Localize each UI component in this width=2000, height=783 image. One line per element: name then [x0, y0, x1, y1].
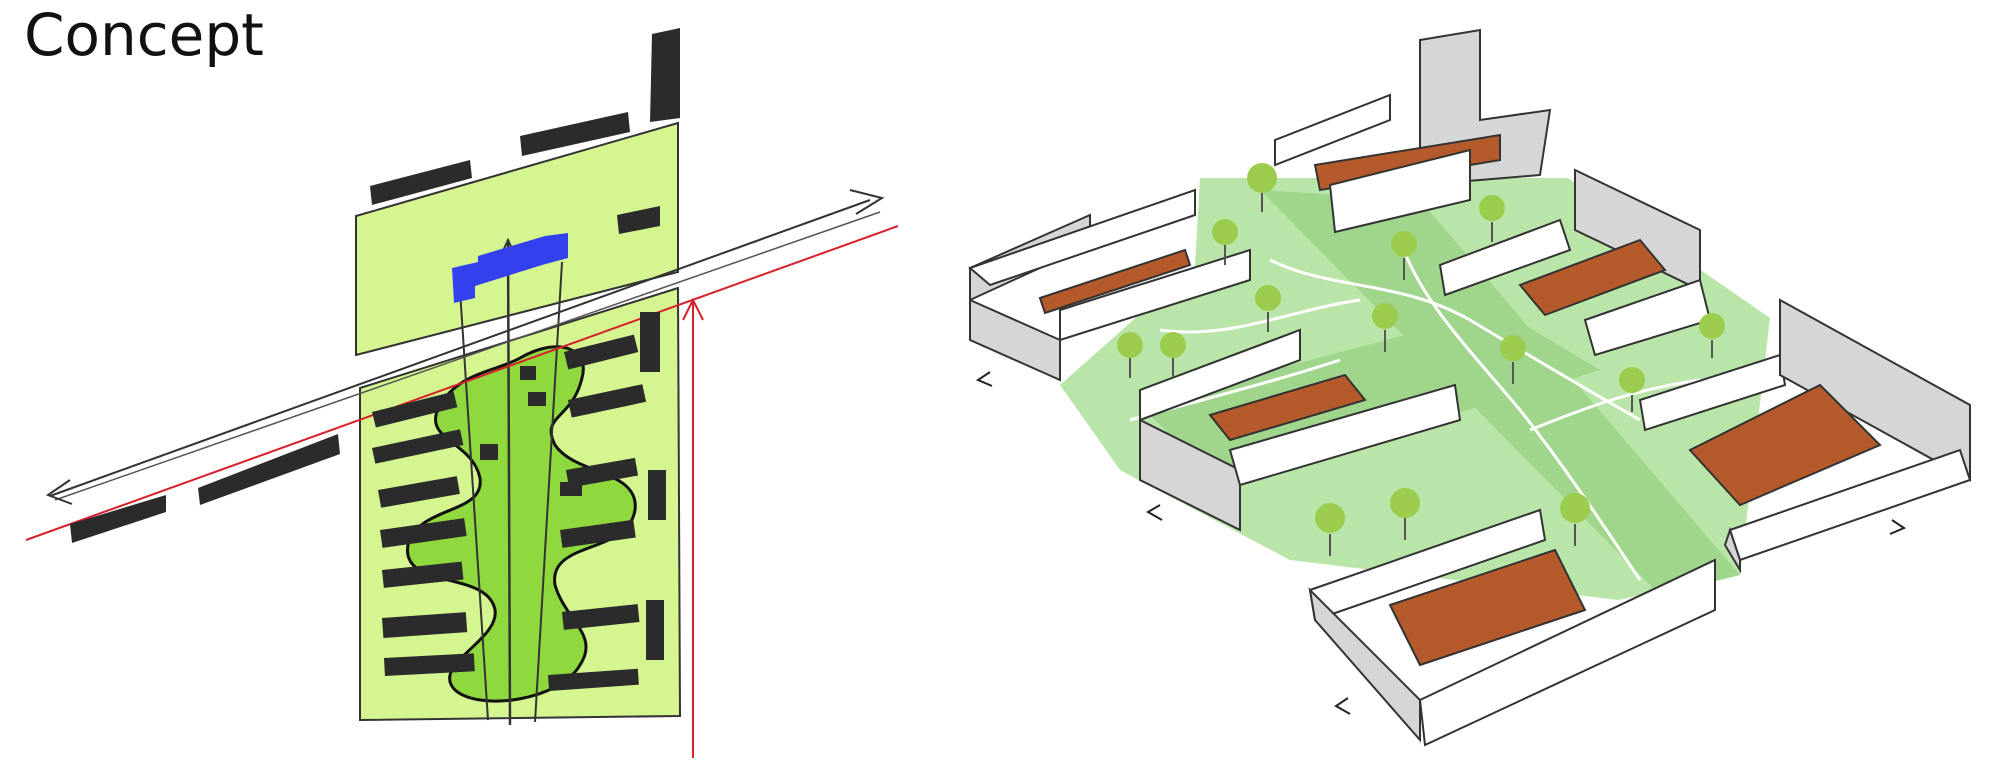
- green-corridor: [406, 345, 637, 703]
- tree-icon: [1699, 313, 1725, 358]
- tree-icon: [1479, 195, 1505, 242]
- tree-icon: [1500, 335, 1526, 384]
- building-block-e: [1438, 168, 1712, 357]
- axis-line: [506, 239, 512, 726]
- page-title: Concept: [24, 1, 264, 69]
- tree-icon: [1315, 503, 1345, 556]
- landmark-block: [452, 233, 568, 303]
- view-cone-icon: [1146, 504, 1163, 521]
- view-cone-icon: [975, 371, 993, 387]
- building-block-n: [1274, 28, 1552, 234]
- tree-icon: [1255, 285, 1281, 332]
- tree-icon: [1390, 488, 1420, 540]
- tree-icon: [1117, 332, 1143, 378]
- red-arrow-icon: [682, 297, 704, 321]
- building-block-se: [1638, 298, 1972, 574]
- existing-buildings: [70, 28, 680, 543]
- view-cone-icon: [1889, 519, 1907, 535]
- tree-icon: [1372, 303, 1398, 352]
- road-arrow-icon: [45, 479, 73, 505]
- tree-icon: [1391, 231, 1417, 280]
- tree-icon: [1212, 219, 1238, 265]
- tree-icon: [1247, 163, 1277, 212]
- corridor-pavilions: [480, 366, 582, 496]
- axonometric-view: [968, 28, 1972, 747]
- building-block-s: [1308, 508, 1716, 747]
- building-block-nw: [968, 188, 1251, 382]
- tree-icon: [1560, 493, 1590, 546]
- view-cone-icon: [1334, 697, 1351, 715]
- axis-line: [534, 261, 563, 723]
- building-block-w: [1139, 328, 1462, 532]
- red-boundary-line: [25, 225, 899, 541]
- tree-icon: [1160, 332, 1186, 378]
- axis-line: [459, 289, 489, 721]
- upper-green-parcel: [355, 121, 679, 357]
- tree-icon: [1619, 367, 1645, 412]
- concept-plan-diagram: [25, 28, 899, 758]
- cross-green-path: [1140, 310, 1600, 485]
- road-arrow-icon: [849, 189, 885, 215]
- main-road: [45, 189, 885, 505]
- trees: [1117, 163, 1725, 556]
- view-markers: [975, 371, 1907, 715]
- site-buildings: [372, 312, 666, 691]
